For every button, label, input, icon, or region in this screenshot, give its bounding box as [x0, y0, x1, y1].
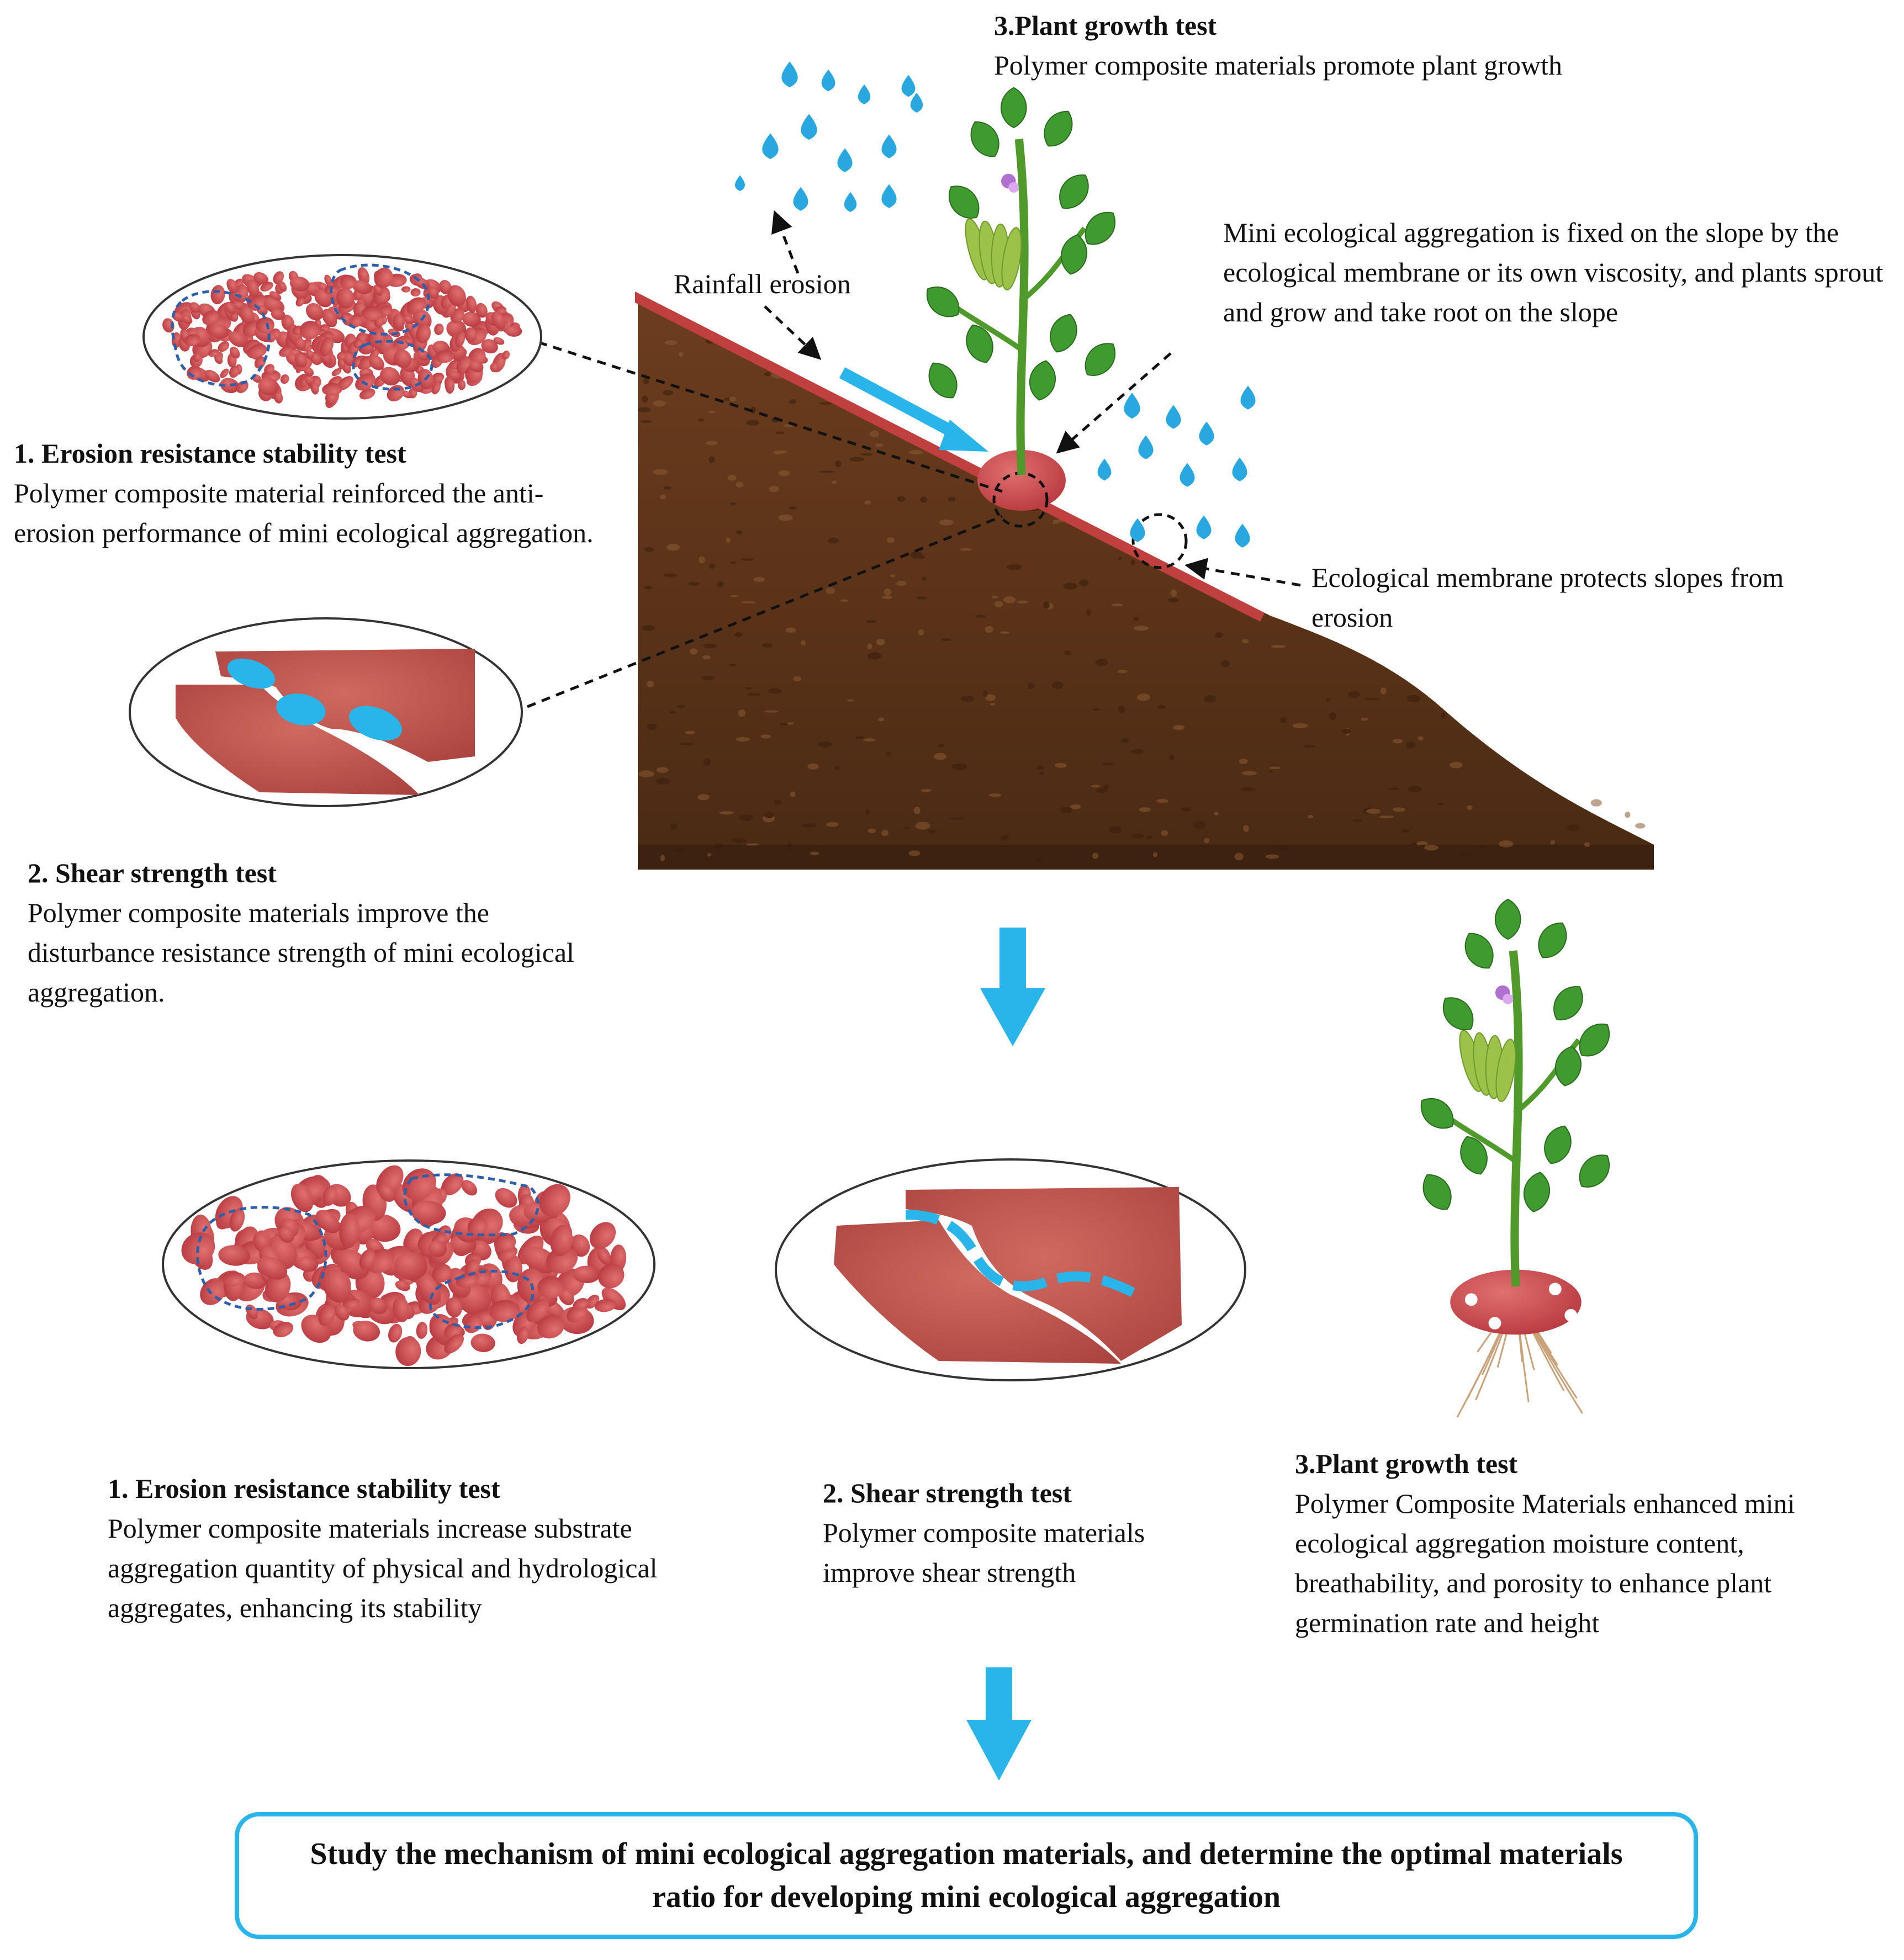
- bottom-shear-ellipse: [775, 1158, 1246, 1381]
- down-arrow-2: [966, 1667, 1032, 1781]
- aggregate-fixed-note: Mini ecological aggregation is fixed on …: [1223, 217, 1884, 327]
- ecological-membrane: [635, 292, 1265, 622]
- top-erosion-test-title: 1. Erosion resistance stability test: [14, 438, 406, 469]
- top-shear-test-title: 2. Shear strength test: [28, 857, 277, 888]
- bottom-plant-growth-title: 3.Plant growth test: [1295, 1448, 1518, 1479]
- bottom-plant-growth-desc: Polymer Composite Materials enhanced min…: [1295, 1488, 1795, 1638]
- bottom-erosion-test-title: 1. Erosion resistance stability test: [108, 1473, 500, 1504]
- bottom-plant-growth-text: 3.Plant growth test Polymer Composite Ma…: [1295, 1444, 1891, 1643]
- aggregate-pointer-arrow: [1056, 352, 1172, 454]
- plant-with-aggregate: [1420, 898, 1610, 1418]
- bottom-erosion-test-desc: Polymer composite materials increase sub…: [108, 1513, 658, 1623]
- bottom-aggregate-ellipse: [162, 1159, 655, 1369]
- soil-slope: [637, 295, 1654, 870]
- top-shear-test-desc: Polymer composite materials improve the …: [28, 897, 574, 1008]
- rain-up-arrow: [771, 210, 800, 274]
- focus-circle-right: [1131, 513, 1188, 569]
- top-aggregate-ellipse: [142, 254, 542, 420]
- membrane-pointer-arrow: [1184, 558, 1301, 587]
- top-plant-growth-desc: Polymer composite materials promote plan…: [994, 50, 1562, 81]
- conclusion-text: Study the mechanism of mini ecological a…: [310, 1837, 1623, 1914]
- rainfall-erosion-label: Rainfall erosion: [674, 268, 851, 299]
- top-plant-growth-title: 3.Plant growth test: [994, 10, 1217, 41]
- top-plant-growth-text: 3.Plant growth test Polymer composite ma…: [994, 6, 1690, 85]
- bottom-shear-test-title: 2. Shear strength test: [823, 1477, 1072, 1508]
- erosion-callout-line: [538, 341, 1003, 493]
- bottom-erosion-test-text: 1. Erosion resistance stability test Pol…: [108, 1469, 759, 1628]
- bottom-shear-test-desc: Polymer composite materials improve shea…: [823, 1517, 1145, 1588]
- slope-aggregate: [977, 450, 1066, 511]
- rain-down-arrow: [764, 305, 822, 360]
- membrane-note: Ecological membrane protects slopes from…: [1311, 562, 1784, 633]
- down-arrow-1: [980, 928, 1045, 1046]
- top-shear-test-text: 2. Shear strength test Polymer composite…: [28, 853, 596, 1012]
- top-shear-ellipse: [129, 617, 523, 807]
- rain-drops-top: [734, 61, 923, 212]
- runoff-arrow: [839, 367, 988, 452]
- top-erosion-test-text: 1. Erosion resistance stability test Pol…: [14, 433, 610, 553]
- conclusion-box: Study the mechanism of mini ecological a…: [235, 1812, 1698, 1939]
- rain-drops-right: [1097, 385, 1256, 548]
- bottom-shear-test-text: 2. Shear strength test Polymer composite…: [823, 1473, 1220, 1592]
- shear-callout-line: [527, 515, 1003, 708]
- plant-on-slope: [926, 87, 1116, 475]
- top-erosion-test-desc: Polymer composite material reinforced th…: [14, 478, 594, 548]
